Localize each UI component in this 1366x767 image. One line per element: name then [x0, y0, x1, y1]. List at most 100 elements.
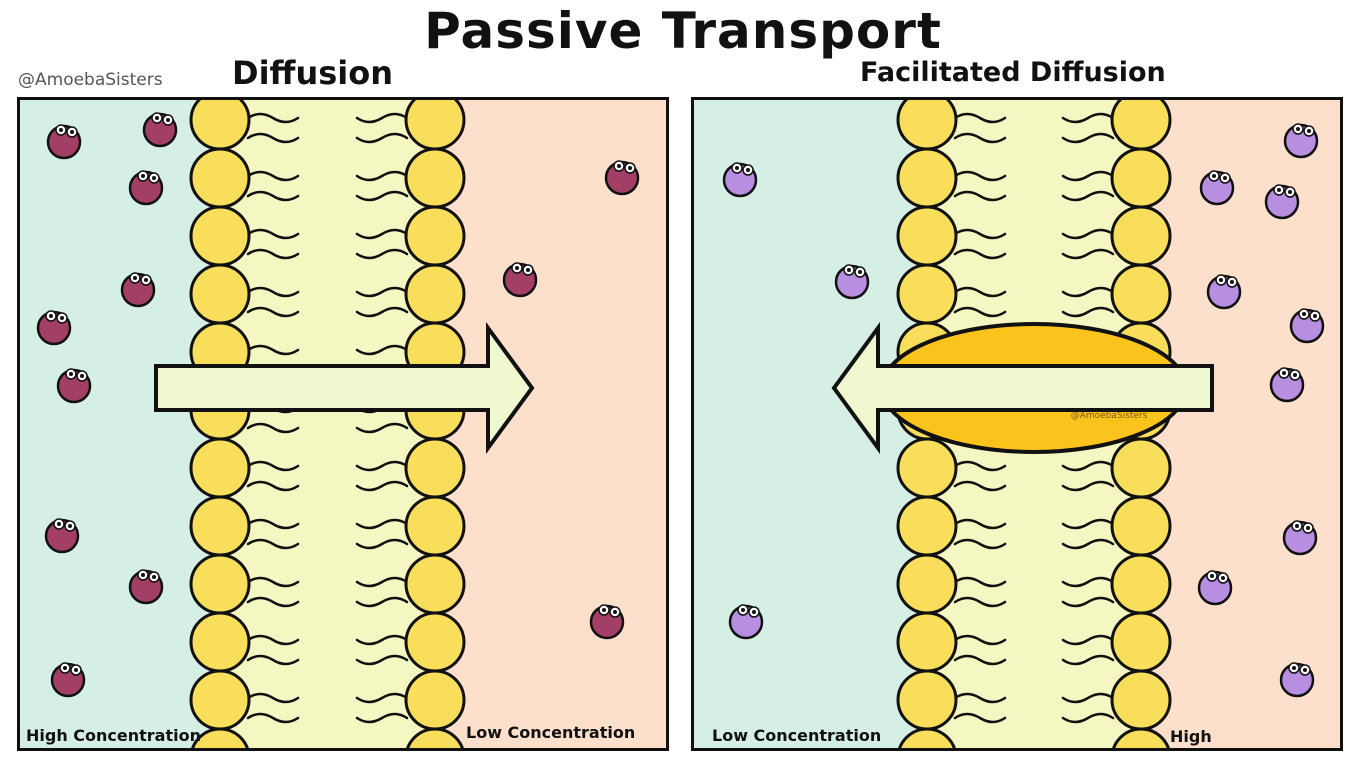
lipid-tail — [355, 692, 409, 704]
molecule-pupil — [1210, 574, 1214, 578]
lipid-tail — [246, 576, 300, 588]
lipid-tail — [953, 712, 1007, 724]
lipid-tail — [1061, 576, 1115, 588]
credit-watermark: @AmoebaSisters — [18, 70, 163, 90]
lipid-tail — [953, 306, 1007, 318]
phospholipid-head — [189, 611, 251, 673]
diffusion-title: Diffusion — [232, 54, 394, 92]
lipid-tail — [246, 538, 300, 550]
lipid-tail — [246, 132, 300, 144]
lipid-tail — [1061, 480, 1115, 492]
phospholipid-head — [189, 669, 251, 731]
molecule-pupil — [746, 168, 750, 172]
phospholipid-head — [406, 727, 464, 748]
phospholipid-head — [1110, 495, 1172, 557]
lipid-tail — [355, 596, 409, 608]
lipid-tail — [355, 634, 409, 646]
lipid-tail — [953, 692, 1007, 704]
lipid-tail — [246, 112, 300, 124]
right-concentration-label: Low Concentration — [466, 723, 636, 742]
lipid-tail — [1061, 248, 1115, 260]
lipid-tail — [246, 460, 300, 472]
molecule — [728, 604, 764, 640]
lipid-tail — [1061, 634, 1115, 646]
lipid-tail — [355, 286, 409, 298]
molecule-pupil — [1223, 176, 1227, 180]
lipid-tail — [355, 422, 409, 434]
molecule-pupil — [617, 164, 621, 168]
lipid-tail — [953, 518, 1007, 530]
lipid-tail — [1061, 286, 1115, 298]
molecule-pupil — [1212, 174, 1216, 178]
lipid-tail — [355, 654, 409, 666]
lipid-tail — [1061, 132, 1115, 144]
molecule-pupil — [1282, 371, 1286, 375]
phospholipid-head — [404, 495, 466, 557]
transport-arrow — [831, 321, 1214, 455]
molecule-pupil — [1293, 373, 1297, 377]
molecule-pupil — [735, 166, 739, 170]
lipid-tail — [1061, 654, 1115, 666]
lipid-tail — [953, 248, 1007, 260]
lipid-tail — [246, 190, 300, 202]
molecule-pupil — [1277, 188, 1281, 192]
lipid-tail — [246, 228, 300, 240]
molecule-pupil — [1313, 314, 1317, 318]
lipid-tail — [1061, 112, 1115, 124]
phospholipid-head — [1110, 147, 1172, 209]
molecule-pupil — [1288, 190, 1292, 194]
molecule-pupil — [166, 118, 170, 122]
phospholipid-head — [1112, 727, 1170, 748]
molecule-pupil — [80, 374, 84, 378]
molecule-pupil — [68, 524, 72, 528]
molecule-pupil — [752, 610, 756, 614]
molecules — [36, 112, 640, 698]
lipid-tail — [953, 634, 1007, 646]
lipid-tail — [1061, 518, 1115, 530]
phospholipid-head — [191, 727, 249, 748]
lipid-tail — [953, 460, 1007, 472]
phospholipid-head — [898, 727, 956, 748]
lipid-tail — [953, 538, 1007, 550]
molecule-pupil — [133, 276, 137, 280]
lipid-tail — [246, 634, 300, 646]
transport-arrow — [154, 321, 535, 455]
molecule-pupil — [613, 610, 617, 614]
molecule-pupil — [1302, 312, 1306, 316]
lipid-tail — [1061, 228, 1115, 240]
molecule — [502, 262, 538, 298]
phospholipid-head — [896, 611, 958, 673]
facilitated-diffusion-diagram: @AmoebaSisters — [694, 100, 1340, 748]
lipid-tail — [953, 132, 1007, 144]
lipid-tail — [246, 422, 300, 434]
molecule — [128, 170, 164, 206]
lipid-tail — [953, 190, 1007, 202]
phospholipid-head — [189, 147, 251, 209]
phospholipid-head — [896, 263, 958, 325]
phospholipid-head — [1110, 437, 1172, 499]
lipid-tail — [1061, 190, 1115, 202]
molecule — [46, 124, 82, 160]
molecule-pupil — [152, 176, 156, 180]
lipid-tail — [1061, 596, 1115, 608]
phospholipid-head — [404, 205, 466, 267]
molecule-pupil — [1295, 524, 1299, 528]
phospholipid-head — [404, 100, 466, 151]
molecule-pupil — [1296, 127, 1300, 131]
lipid-tail — [246, 712, 300, 724]
lipid-tail — [246, 248, 300, 260]
molecule-pupil — [628, 166, 632, 170]
lipid-tail — [953, 480, 1007, 492]
molecule-pupil — [847, 268, 851, 272]
molecule-pupil — [1292, 666, 1296, 670]
molecule-pupil — [74, 668, 78, 672]
molecule — [1264, 184, 1300, 220]
molecule — [1279, 662, 1315, 698]
phospholipid-head — [896, 437, 958, 499]
phospholipid-head — [404, 611, 466, 673]
lipid-tail — [246, 306, 300, 318]
protein-watermark: @AmoebaSisters — [1071, 411, 1148, 421]
phospholipid-head — [1110, 669, 1172, 731]
molecule-pupil — [1307, 129, 1311, 133]
molecule-pupil — [1221, 576, 1225, 580]
